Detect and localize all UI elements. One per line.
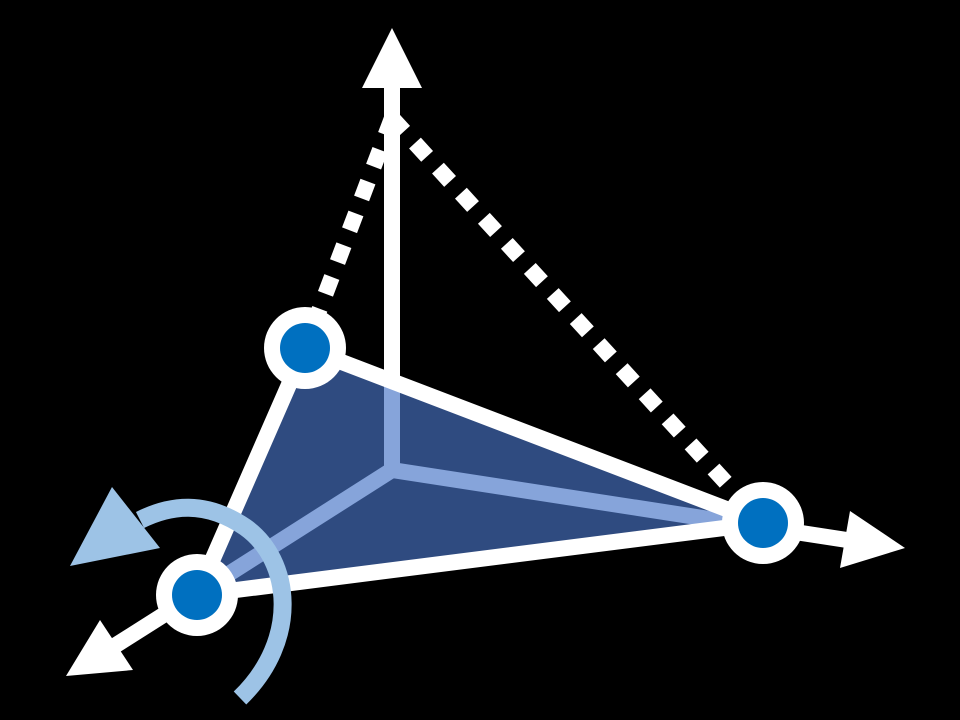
dotted-guide-right xyxy=(386,112,769,529)
axis-down-left-arrowhead-icon xyxy=(66,620,133,676)
vertex-dot xyxy=(172,570,222,620)
vertex-top-left[interactable] xyxy=(264,307,346,389)
vertex-dot xyxy=(280,323,330,373)
rotation-arrow-icon xyxy=(70,487,292,705)
axis-right-arrowhead-icon xyxy=(840,511,905,568)
vertex-right[interactable] xyxy=(722,482,804,564)
plane-outline xyxy=(189,340,771,603)
axis-up-arrowhead-icon xyxy=(362,28,422,88)
rotation-arc xyxy=(135,498,292,705)
vertex-dot xyxy=(738,498,788,548)
vertex-bottom-left[interactable] xyxy=(156,554,238,636)
rotation-arrowhead-icon xyxy=(70,487,160,566)
